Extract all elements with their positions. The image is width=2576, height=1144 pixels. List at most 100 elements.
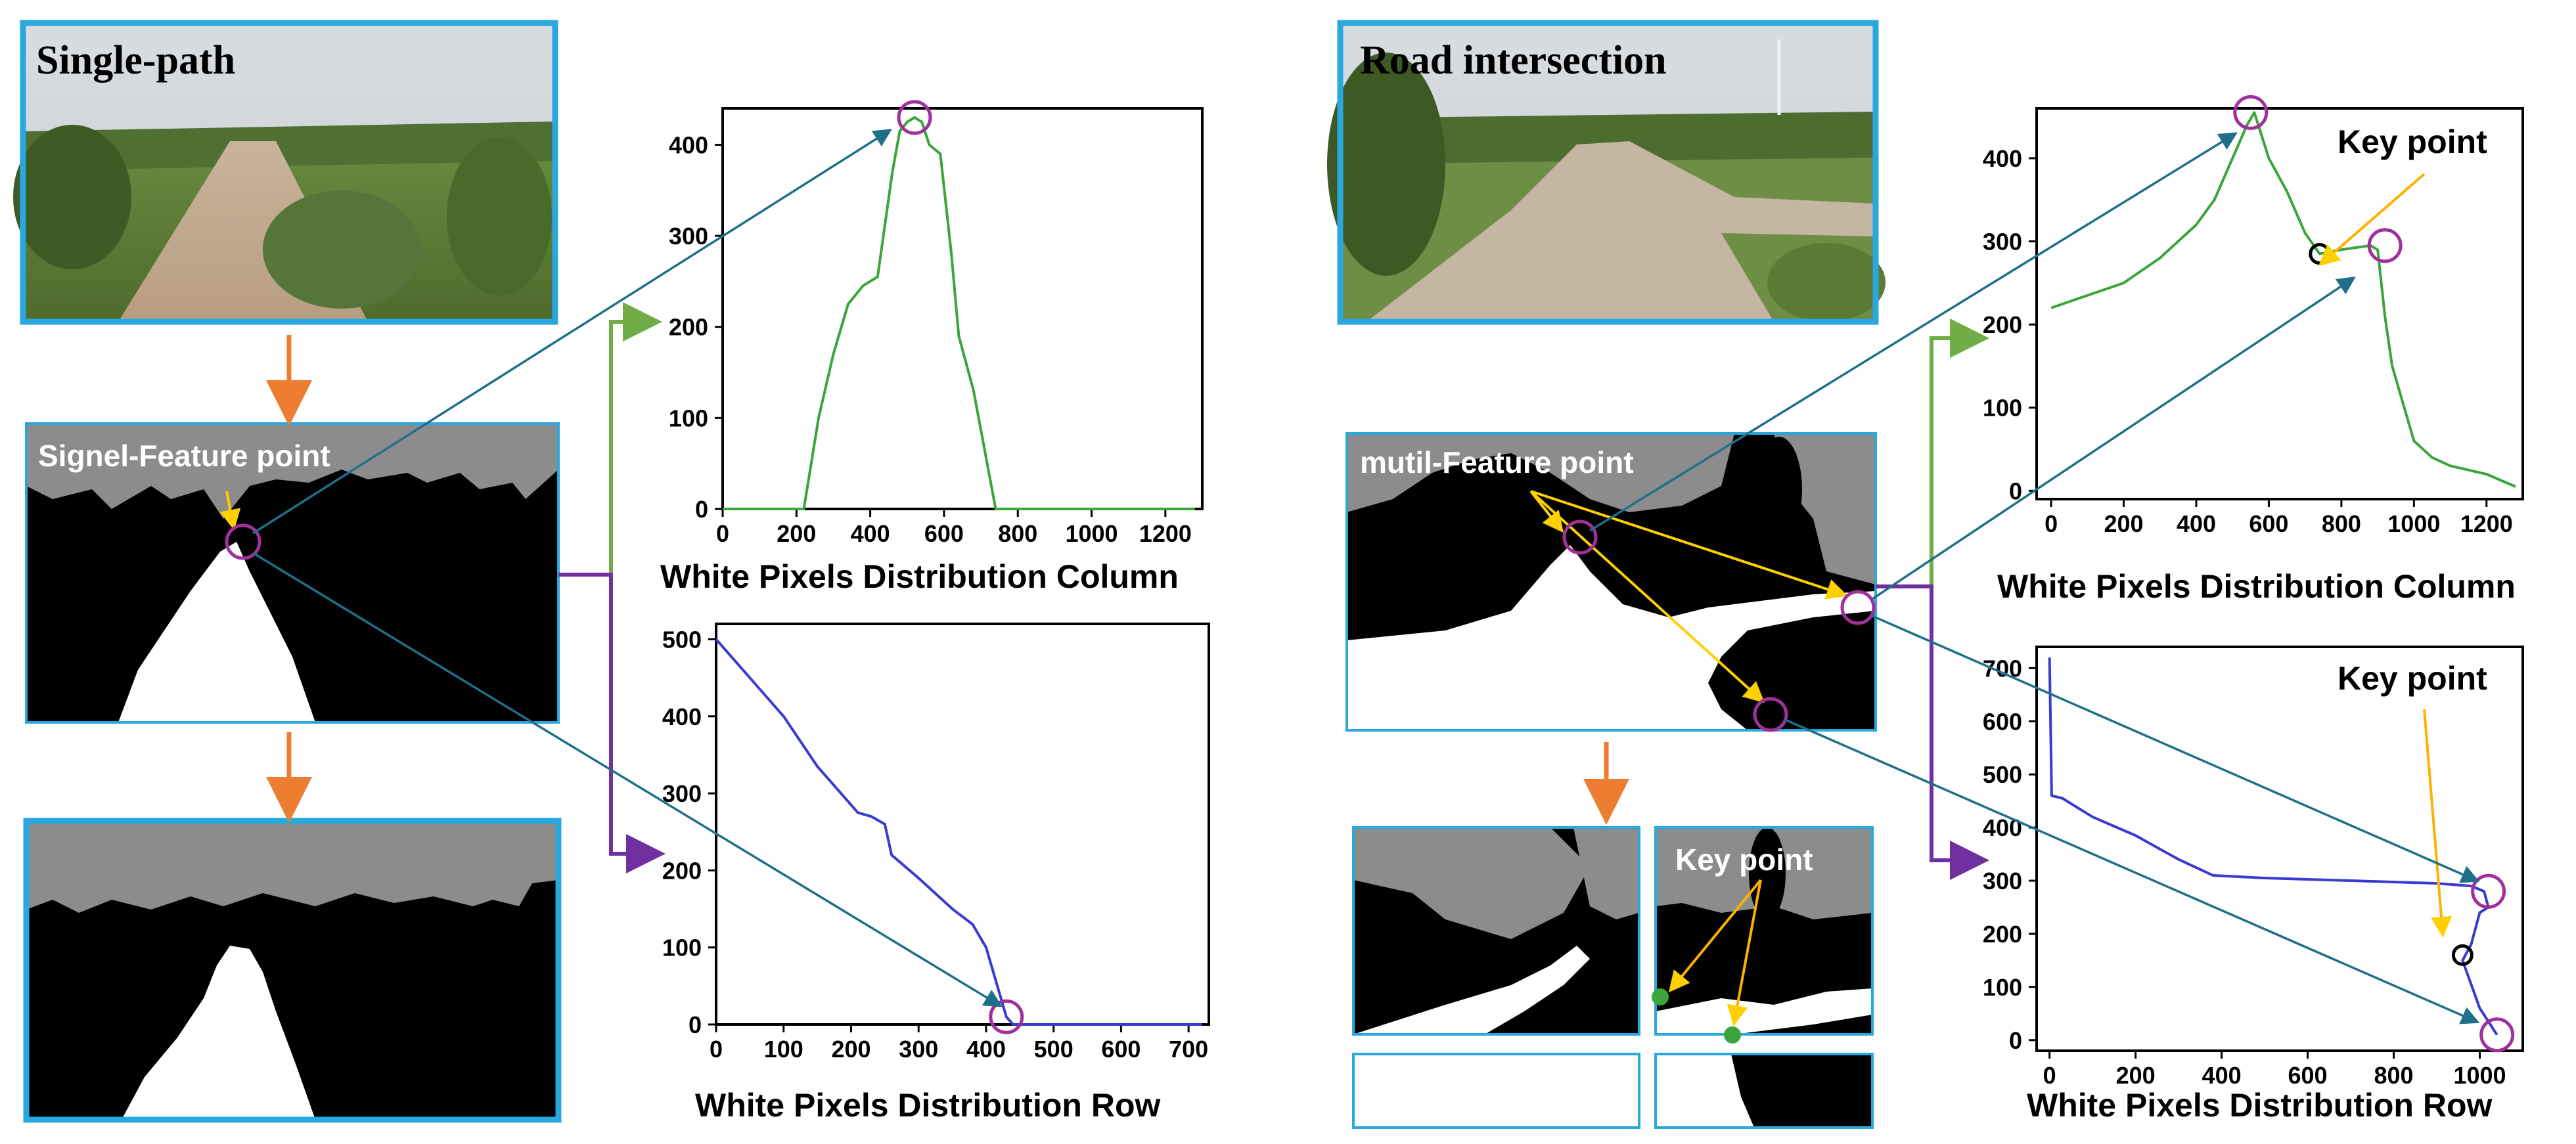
x-tick-label: 0	[2045, 510, 2058, 537]
series-line	[723, 116, 1195, 510]
y-tick-label: 300	[669, 223, 708, 250]
x-tick-label: 600	[2249, 510, 2288, 537]
keypoint-dot-1	[1652, 988, 1669, 1005]
x-tick-label: 1000	[2453, 1062, 2506, 1089]
y-tick-label: 200	[669, 314, 708, 341]
y-tick-label: 500	[1983, 761, 2022, 788]
keypoint-dot-2	[1724, 1026, 1741, 1044]
x-tick-label: 0	[710, 1036, 723, 1063]
single-path-mask	[25, 422, 560, 724]
x-tick-label: 800	[998, 520, 1037, 547]
feature-point-marker	[2479, 1017, 2515, 1053]
series-line	[715, 638, 1202, 1026]
y-tick-label: 400	[1983, 814, 2022, 841]
right-col-xlabel: White Pixels Distribution Column	[1997, 568, 2516, 605]
x-tick-label: 200	[2116, 1062, 2156, 1089]
y-tick-label: 400	[669, 131, 708, 158]
right-column-chart: 0 200 400 600 800 1000 1200 0 100 200 300 400	[1983, 95, 2524, 537]
y-tick-label: 0	[689, 1011, 702, 1038]
x-tick-label: 400	[2177, 510, 2216, 537]
link-circle3-to-row	[1783, 718, 2480, 1024]
x-tick-label: 1000	[2387, 510, 2440, 537]
right-col-keypoint-arrow	[2318, 173, 2426, 267]
chart-frame	[2035, 107, 2524, 500]
intersection-mask-label: mutil-Feature point	[1360, 445, 1634, 479]
split-panel-bottom-right	[1654, 1053, 1874, 1129]
chart-frame	[2035, 646, 2524, 1052]
y-tick-label: 500	[662, 626, 702, 653]
y-tick-label: 600	[1983, 708, 2022, 735]
y-tick-label: 300	[1983, 229, 2022, 255]
x-tick-label: 0	[716, 520, 729, 547]
series-line	[2048, 657, 2498, 1036]
x-tick-label: 400	[851, 520, 890, 547]
keypoint-arrow-1	[1668, 879, 1762, 993]
y-tick-label: 300	[662, 780, 702, 807]
arrow-to-right-row-chart	[1876, 584, 1989, 880]
right-row-annotation: Key point	[2338, 660, 2487, 697]
x-tick-label: 300	[899, 1036, 938, 1063]
right-row-keypoint-arrow	[2423, 709, 2452, 938]
x-tick-label: 800	[2374, 1062, 2414, 1089]
feature-point-marker	[2233, 95, 2269, 130]
x-tick-label: 600	[1101, 1036, 1141, 1063]
split-panel-bottom-left	[1352, 1053, 1640, 1129]
link-circle2-to-row	[1872, 615, 2480, 883]
x-tick-label: 200	[777, 520, 816, 547]
x-tick-label: 100	[764, 1036, 803, 1063]
yellow-arrow-1	[1529, 490, 1564, 533]
single-path-photo	[13, 20, 558, 325]
single-yellow-arrow	[219, 491, 241, 531]
feature-point-circle	[225, 523, 261, 560]
chart-frame	[715, 623, 1210, 1026]
x-tick-label: 1200	[2460, 510, 2513, 537]
split-keypoint-label: Key point	[1675, 843, 1813, 877]
right-col-annotation: Key point	[2338, 123, 2487, 160]
x-tick-label: 500	[1034, 1036, 1073, 1063]
x-tick-label: 600	[2288, 1062, 2328, 1089]
y-tick-label: 100	[662, 935, 702, 961]
feature-circle-2	[1840, 590, 1876, 625]
y-tick-label: 100	[1983, 974, 2022, 1001]
link-circle2-to-column	[1872, 276, 2356, 600]
intersection-mask	[1345, 432, 1877, 732]
arrow-to-right-column-chart	[1876, 319, 1989, 588]
y-tick-label: 200	[662, 857, 702, 884]
y-tick-label: 0	[2009, 477, 2022, 504]
y-tick-label: 400	[662, 703, 702, 730]
y-tick-label: 700	[1983, 655, 2022, 682]
arrow-to-row-chart	[558, 573, 666, 873]
single-path-title: Single-path	[36, 38, 235, 83]
key-point-marker	[2451, 944, 2474, 966]
x-tick-label: 600	[924, 520, 964, 547]
y-tick-label: 300	[1983, 868, 2022, 894]
y-tick-label: 0	[695, 496, 708, 523]
x-tick-label: 200	[2104, 510, 2143, 537]
x-tick-label: 400	[966, 1036, 1006, 1063]
split-panel-right	[1654, 826, 1874, 1036]
x-tick-label: 1000	[1065, 520, 1118, 547]
y-tick-label: 400	[1983, 145, 2022, 172]
feature-point-marker	[897, 100, 932, 135]
y-tick-label: 100	[1983, 395, 2022, 422]
link-feature-to-row-point	[252, 552, 1003, 1007]
feature-circle-3	[1753, 697, 1788, 732]
x-tick-label: 1200	[1139, 520, 1192, 547]
x-tick-label: 200	[831, 1036, 870, 1063]
feature-point-marker	[2367, 228, 2403, 263]
x-tick-label: 0	[2043, 1062, 2056, 1089]
x-tick-label: 800	[2322, 510, 2361, 537]
chart-frame	[721, 107, 1204, 510]
left-col-xlabel: White Pixels Distribution Column	[660, 558, 1179, 595]
link-circle1-to-column	[1589, 132, 2238, 532]
yellow-arrow-2	[1530, 490, 1848, 600]
intersection-photo	[1327, 20, 1886, 325]
y-tick-label: 200	[1983, 921, 2022, 948]
y-tick-label: 200	[1983, 311, 2022, 338]
feature-point-marker	[989, 999, 1024, 1034]
y-tick-label: 100	[669, 405, 708, 431]
single-mask-label: Signel-Feature point	[38, 439, 330, 473]
